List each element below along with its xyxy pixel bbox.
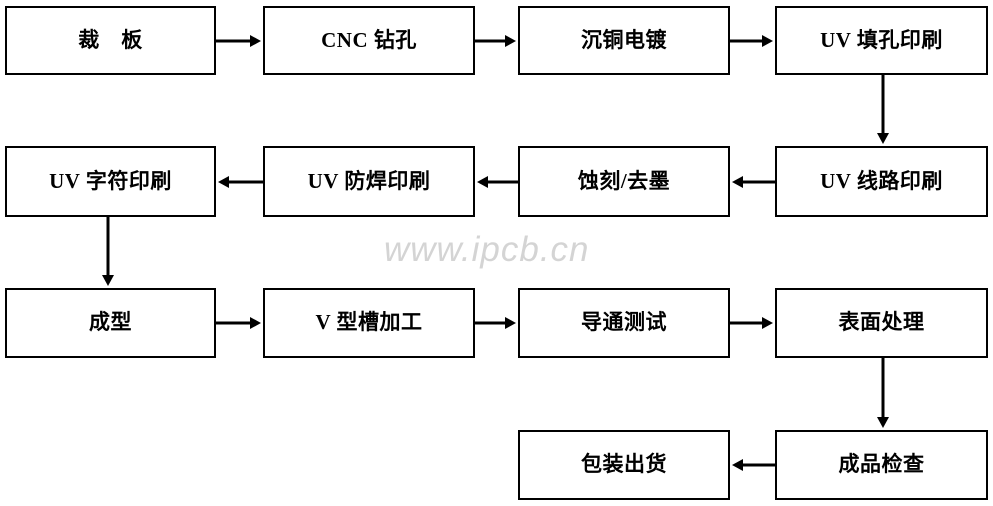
flow-arrow-n13-to-n14 xyxy=(732,459,775,471)
arrow-head-icon xyxy=(477,176,488,188)
arrow-head-icon xyxy=(250,317,261,329)
flow-arrow-n9-to-n10 xyxy=(216,317,261,329)
flow-arrow-n1-to-n2 xyxy=(216,35,261,47)
process-node-label: 包装出货 xyxy=(581,452,667,477)
process-node-label: 沉铜电镀 xyxy=(581,27,667,52)
process-node-n9[interactable]: 成型 xyxy=(5,288,216,358)
watermark-text: www.ipcb.cn xyxy=(384,230,590,269)
process-node-label: 表面处理 xyxy=(838,310,925,335)
process-node-label: UV 线路印刷 xyxy=(820,168,943,193)
arrow-head-icon xyxy=(877,417,889,428)
process-node-label: 裁 板 xyxy=(78,27,143,52)
process-node-label: CNC 钻孔 xyxy=(321,27,417,52)
arrow-head-icon xyxy=(505,317,516,329)
process-node-n5[interactable]: UV 线路印刷 xyxy=(775,146,988,217)
arrow-head-icon xyxy=(762,35,773,47)
process-node-n12[interactable]: 表面处理 xyxy=(775,288,988,358)
process-node-label: 蚀刻/去墨 xyxy=(577,168,671,193)
flow-arrow-n7-to-n8 xyxy=(218,176,263,188)
process-node-n10[interactable]: V 型槽加工 xyxy=(263,288,475,358)
arrow-head-icon xyxy=(762,317,773,329)
process-node-n13[interactable]: 成品检查 xyxy=(775,430,988,500)
flow-arrow-n4-to-n5 xyxy=(877,75,889,144)
process-node-n3[interactable]: 沉铜电镀 xyxy=(518,6,730,75)
flow-arrow-n3-to-n4 xyxy=(730,35,773,47)
process-node-n7[interactable]: UV 防焊印刷 xyxy=(263,146,475,217)
process-node-n6[interactable]: 蚀刻/去墨 xyxy=(518,146,730,217)
flow-arrow-n12-to-n13 xyxy=(877,358,889,428)
process-node-n14[interactable]: 包装出货 xyxy=(518,430,730,500)
flow-arrow-n6-to-n7 xyxy=(477,176,518,188)
flow-arrow-n11-to-n12 xyxy=(730,317,773,329)
arrow-head-icon xyxy=(877,133,889,144)
arrow-head-icon xyxy=(218,176,229,188)
arrow-head-icon xyxy=(250,35,261,47)
process-node-n2[interactable]: CNC 钻孔 xyxy=(263,6,475,75)
arrow-head-icon xyxy=(505,35,516,47)
flow-arrow-n5-to-n6 xyxy=(732,176,775,188)
process-node-label: UV 字符印刷 xyxy=(49,168,172,193)
process-node-n4[interactable]: UV 填孔印刷 xyxy=(775,6,988,75)
process-node-n11[interactable]: 导通测试 xyxy=(518,288,730,358)
process-node-label: UV 防焊印刷 xyxy=(307,168,431,193)
process-node-label: V 型槽加工 xyxy=(315,310,423,335)
flow-arrow-n10-to-n11 xyxy=(475,317,516,329)
flow-arrow-n2-to-n3 xyxy=(475,35,516,47)
arrow-head-icon xyxy=(732,176,743,188)
process-node-n1[interactable]: 裁 板 xyxy=(5,6,216,75)
process-node-label: 导通测试 xyxy=(581,310,667,335)
process-node-label: UV 填孔印刷 xyxy=(820,27,943,52)
process-node-label: 成品检查 xyxy=(838,452,925,477)
process-node-n8[interactable]: UV 字符印刷 xyxy=(5,146,216,217)
arrow-head-icon xyxy=(732,459,743,471)
arrow-head-icon xyxy=(102,275,114,286)
flow-arrow-n8-to-n9 xyxy=(102,217,114,286)
process-node-label: 成型 xyxy=(89,310,132,335)
